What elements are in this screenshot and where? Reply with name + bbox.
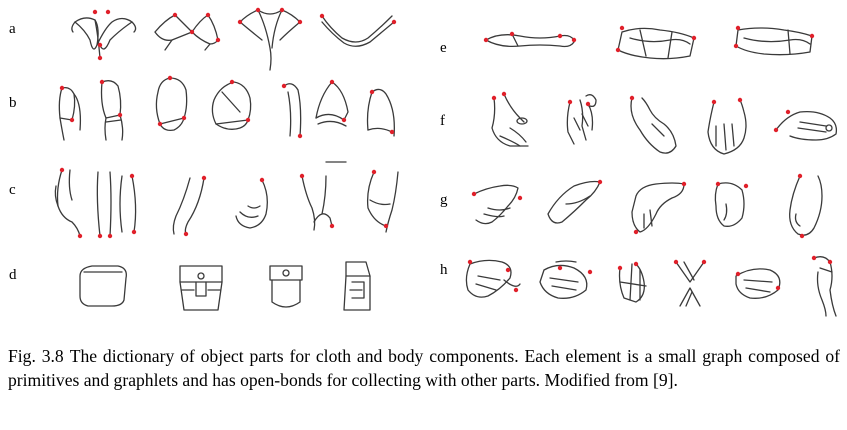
row-label-d: d xyxy=(9,267,17,283)
pocket-sketch-3 xyxy=(269,265,303,308)
arm-sketch-1 xyxy=(54,167,83,239)
hand-sketch-g5 xyxy=(789,173,823,239)
hand-sketch-f3 xyxy=(629,95,677,154)
row-label-e: e xyxy=(440,40,447,56)
sleeve-sketch-7 xyxy=(366,88,395,137)
hand-sketch-f5 xyxy=(773,109,838,141)
row-label-b: b xyxy=(9,95,17,111)
arm-sketch-7 xyxy=(366,169,399,233)
arm-sketch-4 xyxy=(172,175,207,237)
row-label-f: f xyxy=(440,113,445,129)
part-sketches xyxy=(54,7,838,317)
hands-sketch-h2 xyxy=(539,260,593,299)
row-label-a: a xyxy=(9,21,16,37)
sleeve-sketch-3 xyxy=(155,75,188,132)
arm-sketch-2 xyxy=(96,171,113,239)
caption-text: The dictionary of object parts for cloth… xyxy=(8,346,840,390)
sleeve-sketch-6 xyxy=(315,79,349,127)
sleeve-sketch-4 xyxy=(211,79,252,130)
hand-sketch-g1 xyxy=(471,184,523,225)
row-label-c: c xyxy=(9,182,16,198)
hand-sketch-g3 xyxy=(631,181,687,235)
hands-sketch-h5 xyxy=(735,268,781,299)
collar-sketch-3 xyxy=(237,7,303,71)
row-label-g: g xyxy=(440,192,448,208)
hand-sketch-f4 xyxy=(707,97,747,155)
waist-sketch-3 xyxy=(733,25,815,56)
hands-sketch-h1 xyxy=(465,259,521,298)
collar-sketch-2 xyxy=(154,12,221,51)
pocket-sketch-4 xyxy=(343,261,371,311)
caption-label: Fig. 3.8 xyxy=(8,346,64,366)
waist-sketch-1 xyxy=(483,31,577,48)
sleeve-sketch-1 xyxy=(58,85,82,141)
hand-sketch-g2 xyxy=(547,179,603,224)
arm-sketch-3 xyxy=(119,173,137,235)
hands-sketch-h6 xyxy=(811,255,837,317)
arm-sketch-5 xyxy=(235,177,268,229)
waist-sketch-2 xyxy=(615,25,697,60)
hands-sketch-h3 xyxy=(617,261,647,303)
hand-sketch-f1 xyxy=(491,91,529,147)
hand-sketch-f2 xyxy=(566,94,597,145)
collar-sketch-4 xyxy=(319,13,397,47)
pocket-sketch-1 xyxy=(79,265,127,307)
collar-sketch-1 xyxy=(71,9,137,61)
pocket-sketch-2 xyxy=(179,265,223,311)
arm-sketch-6 xyxy=(299,161,347,231)
hand-sketch-g4 xyxy=(714,181,749,227)
sleeve-sketch-5 xyxy=(281,83,303,139)
row-label-h: h xyxy=(440,262,448,278)
hands-sketch-h4 xyxy=(673,259,707,307)
sleeve-sketch-2 xyxy=(99,79,124,141)
